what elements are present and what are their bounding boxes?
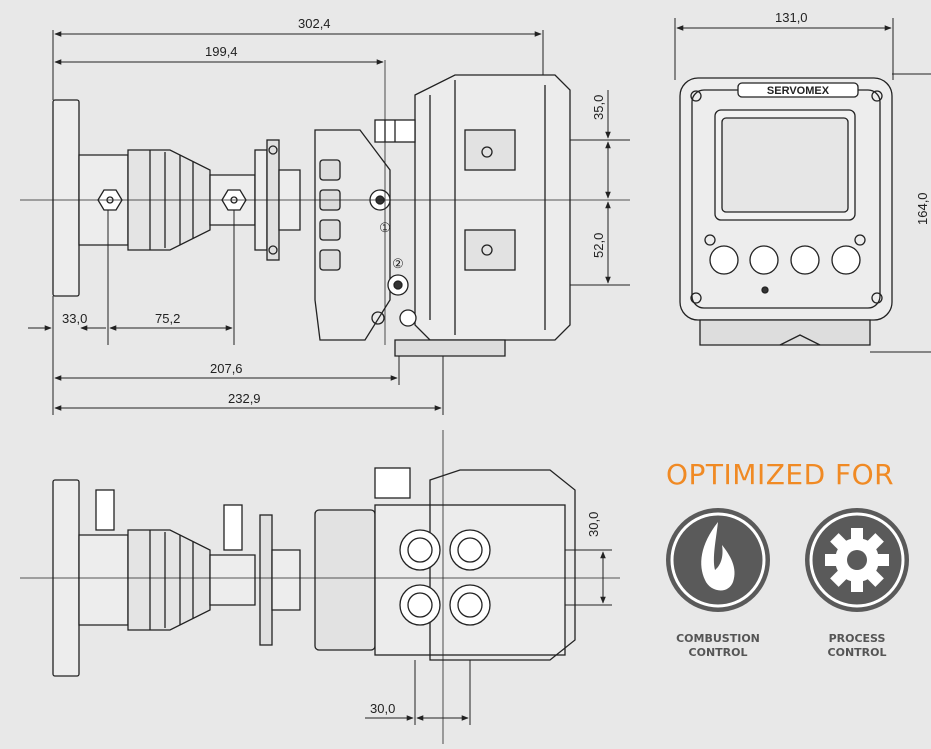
brand-logo: SERVOMEX — [767, 85, 830, 97]
combustion-label-line1: COMBUSTION — [676, 632, 760, 645]
combustion-badge — [666, 508, 770, 612]
combustion-label-line2: CONTROL — [688, 646, 748, 659]
side-view — [20, 60, 630, 357]
dim-bottom-width: 30,0 — [370, 701, 395, 716]
front-view-dimensions — [674, 18, 931, 353]
process-label-line1: PROCESS — [828, 632, 886, 645]
dim-length-a: 199,4 — [205, 44, 238, 59]
dim-length-c: 232,9 — [228, 391, 261, 406]
front-view — [679, 77, 893, 346]
combustion-label: COMBUSTION CONTROL — [653, 632, 783, 660]
dim-front-width: 131,0 — [775, 10, 808, 25]
dim-probe-section: 75,2 — [155, 311, 180, 326]
process-label: PROCESS CONTROL — [792, 632, 922, 660]
flame-icon — [701, 522, 735, 591]
bottom-view — [20, 430, 620, 744]
dim-flange-offset: 33,0 — [62, 311, 87, 326]
port-1-label: ① — [379, 220, 391, 235]
dim-length-b: 207,6 — [210, 361, 243, 376]
dim-port-spacing: 52,0 — [591, 233, 606, 258]
dim-top-to-port1: 35,0 — [591, 95, 606, 120]
dim-front-height: 164,0 — [915, 192, 930, 225]
dim-bottom-height: 30,0 — [586, 512, 601, 537]
side-view-dimensions — [28, 30, 630, 415]
process-label-line2: CONTROL — [827, 646, 887, 659]
dim-overall-length: 302,4 — [298, 16, 331, 31]
process-badge — [805, 508, 909, 612]
gear-icon — [825, 528, 889, 592]
bottom-view-dimensions — [365, 549, 612, 725]
optimized-heading: OPTIMIZED FOR — [666, 458, 895, 491]
port-2-label: ② — [392, 256, 404, 271]
